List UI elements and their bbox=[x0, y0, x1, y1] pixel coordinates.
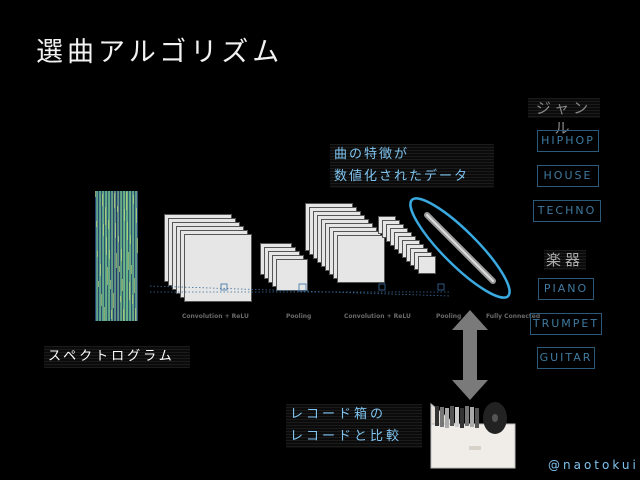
feature-data-label: 曲の特徴が 数値化されたデータ bbox=[330, 144, 494, 188]
feature-vector-highlight bbox=[409, 197, 511, 299]
genre-house-box: HOUSE bbox=[537, 165, 599, 187]
cnn-diagram: Convolution + ReLU Pooling Convolution +… bbox=[150, 200, 540, 330]
cnn-label-fc: Fully Connected bbox=[486, 313, 541, 320]
instrument-guitar-box: GUITAR bbox=[537, 347, 595, 369]
spectrogram-image bbox=[95, 191, 138, 321]
feature-map-layer bbox=[184, 234, 252, 302]
genre-techno-box: TECHNO bbox=[533, 200, 601, 222]
instrument-trumpet-box: TRUMPET bbox=[530, 313, 602, 335]
spectrogram-label: スペクトログラム bbox=[44, 346, 190, 368]
record-box-image bbox=[430, 402, 516, 469]
cnn-label-pool2: Pooling bbox=[436, 313, 462, 320]
genre-hiphop-box: HIPHOP bbox=[537, 130, 599, 152]
feature-map-layer bbox=[337, 235, 385, 283]
author-handle: @naotokui bbox=[548, 458, 639, 472]
cnn-label-pool1: Pooling bbox=[286, 313, 312, 320]
record-compare-label: レコード箱の レコードと比較 bbox=[286, 404, 422, 448]
compare-arrow-icon bbox=[452, 310, 488, 400]
record-label-line2: レコードと比較 bbox=[290, 429, 403, 444]
cnn-connections bbox=[150, 283, 451, 297]
feature-map-layer bbox=[418, 256, 436, 274]
feature-label-line2: 数値化されたデータ bbox=[334, 169, 470, 184]
feature-map-layer bbox=[276, 259, 308, 291]
record-label-line1: レコード箱の bbox=[290, 407, 387, 422]
slide-title: 選曲アルゴリズム bbox=[36, 37, 284, 68]
feature-label-line1: 曲の特徴が bbox=[334, 147, 410, 162]
instrument-heading: 楽器 bbox=[544, 250, 586, 270]
highlight-ellipse bbox=[409, 197, 511, 299]
cnn-label-conv2: Convolution + ReLU bbox=[344, 313, 411, 320]
cnn-label-conv1: Convolution + ReLU bbox=[182, 313, 249, 320]
genre-heading: ジャンル bbox=[528, 98, 600, 137]
instrument-piano-box: PIANO bbox=[538, 278, 594, 300]
